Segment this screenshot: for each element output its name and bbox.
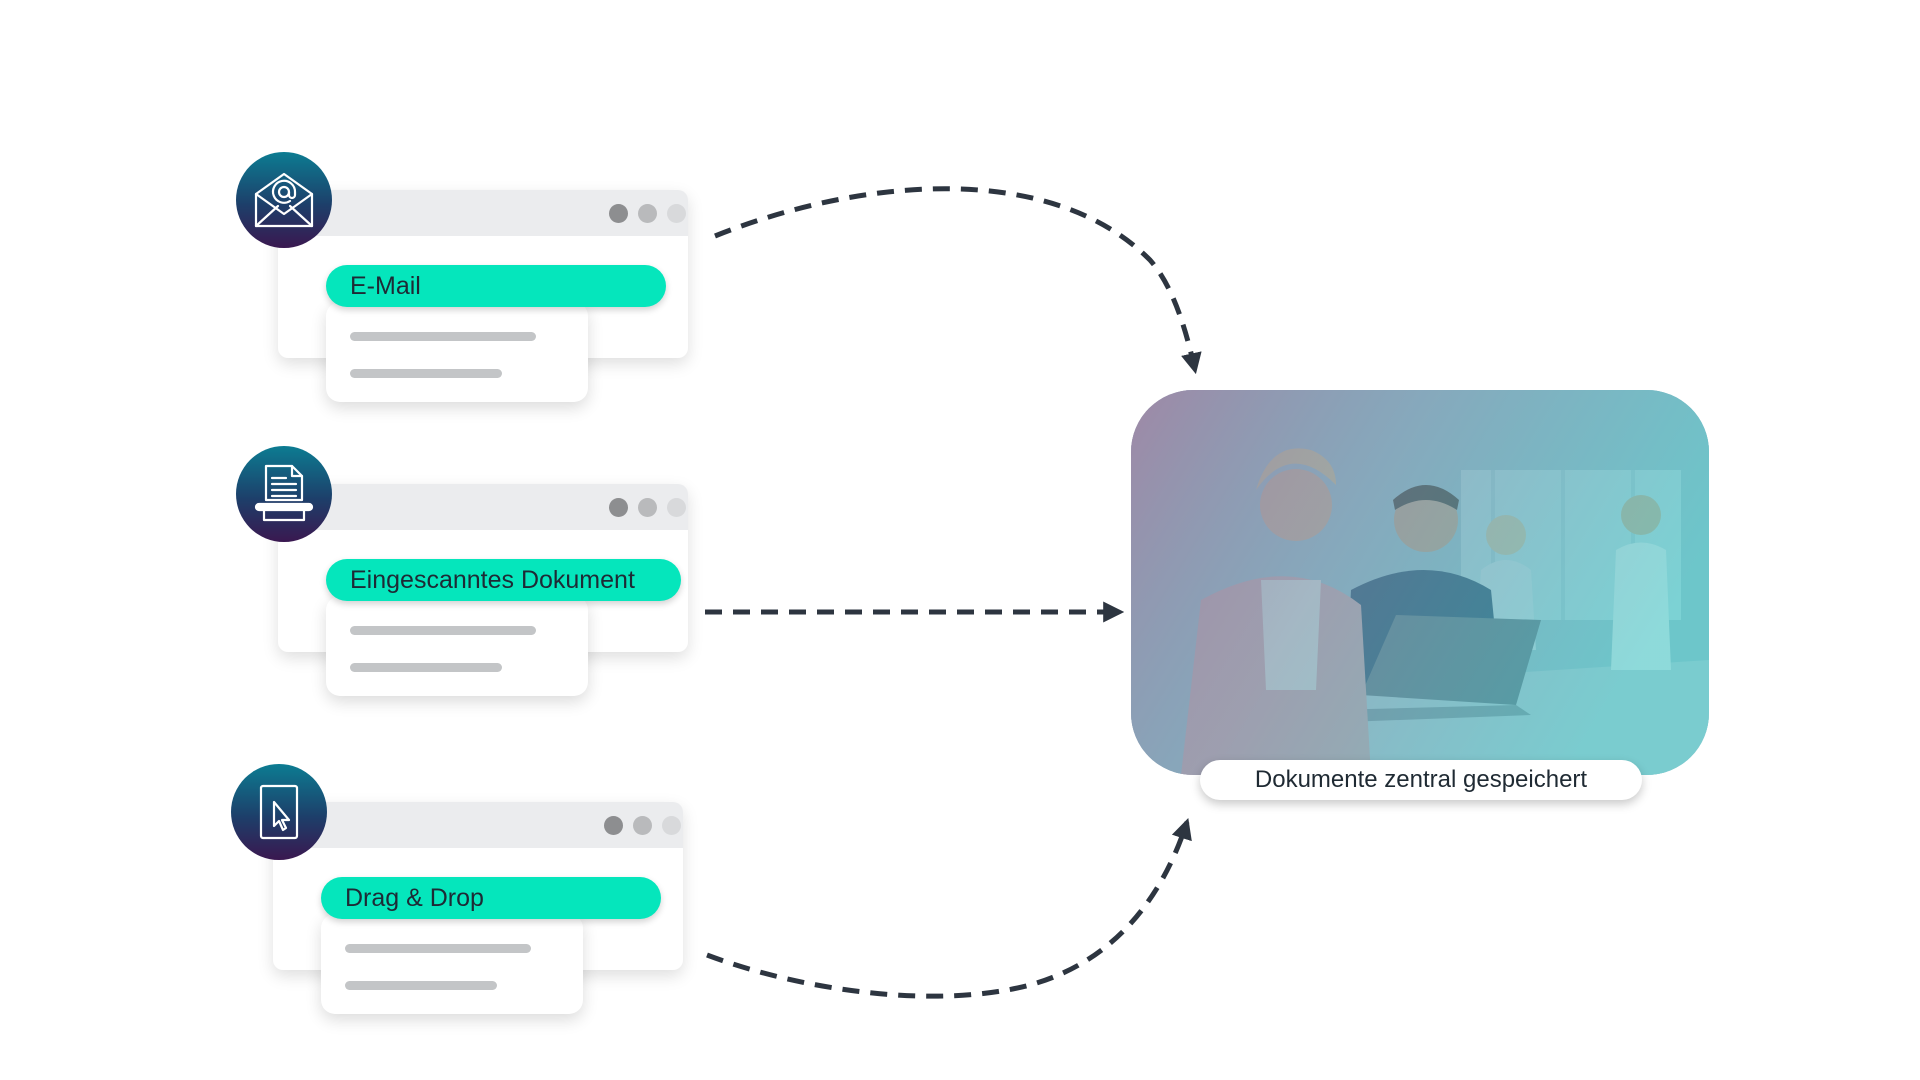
source-email: E-Mail bbox=[236, 152, 696, 412]
text-placeholder-line bbox=[350, 663, 502, 672]
arrow-email-to-storage bbox=[714, 186, 1202, 375]
window-dot bbox=[638, 498, 657, 517]
text-placeholder-line bbox=[350, 369, 502, 378]
window-titlebar bbox=[273, 802, 683, 848]
document-card bbox=[326, 596, 588, 696]
tablet-cursor-icon bbox=[231, 764, 327, 860]
source-label: E-Mail bbox=[326, 265, 666, 307]
arrow-dragdrop-to-storage bbox=[706, 818, 1192, 999]
document-card bbox=[321, 914, 583, 1014]
text-placeholder-line bbox=[345, 981, 497, 990]
window-dot bbox=[662, 816, 681, 835]
source-label: Eingescanntes Dokument bbox=[326, 559, 681, 601]
window-dot bbox=[638, 204, 657, 223]
window-dot bbox=[604, 816, 623, 835]
window-dot bbox=[667, 498, 686, 517]
document-card bbox=[326, 302, 588, 402]
scanner-document-icon bbox=[236, 446, 332, 542]
storage-caption: Dokumente zentral gespeichert bbox=[1200, 760, 1642, 800]
photo-illustration bbox=[1131, 390, 1709, 775]
text-placeholder-line bbox=[345, 944, 531, 953]
window-dot bbox=[609, 204, 628, 223]
office-team-photo bbox=[1131, 390, 1709, 775]
text-placeholder-line bbox=[350, 626, 536, 635]
window-titlebar bbox=[278, 190, 688, 236]
source-scanned-document: Eingescanntes Dokument bbox=[236, 446, 696, 706]
window-titlebar bbox=[278, 484, 688, 530]
envelope-at-icon bbox=[236, 152, 332, 248]
window-dot bbox=[633, 816, 652, 835]
window-dot bbox=[667, 204, 686, 223]
source-drag-drop: Drag & Drop bbox=[231, 764, 691, 1024]
source-label: Drag & Drop bbox=[321, 877, 661, 919]
text-placeholder-line bbox=[350, 332, 536, 341]
window-dot bbox=[609, 498, 628, 517]
